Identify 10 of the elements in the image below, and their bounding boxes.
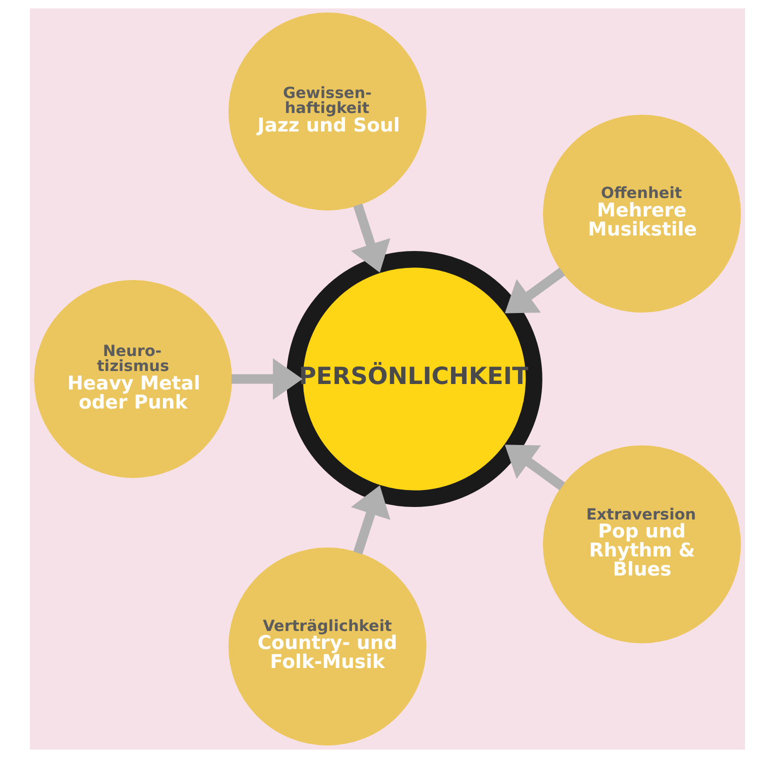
arrow xyxy=(350,485,390,554)
node-circle: Offenheit Mehrere Musikstile xyxy=(542,114,741,313)
arrow xyxy=(504,268,566,314)
arrow xyxy=(350,204,390,273)
node-circle: Gewissen- haftigkeit Jazz und Soul xyxy=(228,12,426,210)
arrow xyxy=(504,444,566,490)
arrow xyxy=(231,358,303,400)
node-circle: Verträglichkeit Country- und Folk-Musik xyxy=(228,548,426,746)
node-circle: Neuro- tizismus Heavy Metal oder Punk xyxy=(34,280,232,478)
node-circle: Extraversion Pop und Rhythm & Blues xyxy=(542,445,741,644)
